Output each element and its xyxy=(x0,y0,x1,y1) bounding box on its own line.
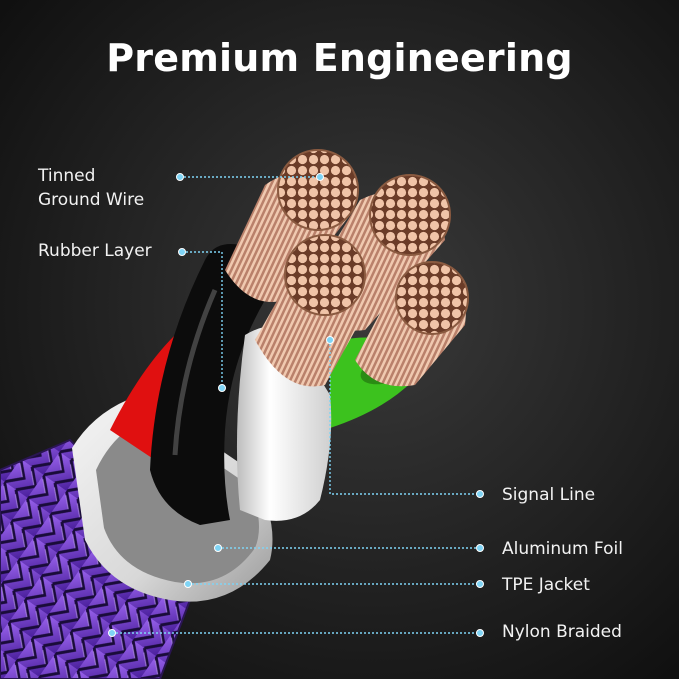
dot-foil-start xyxy=(214,544,222,552)
dot-signal-start xyxy=(326,336,334,344)
label-signal-line: Signal Line xyxy=(502,485,596,505)
label-tinned-line2: Ground Wire xyxy=(38,190,145,210)
dot-tinned-right xyxy=(316,173,324,181)
dot-tpe-end xyxy=(476,580,484,588)
label-tinned-line1: Tinned xyxy=(38,166,96,186)
copper-bundle-green xyxy=(355,261,469,387)
label-tpe-jacket: TPE Jacket xyxy=(502,575,590,595)
callout-lines xyxy=(112,176,480,634)
dot-signal-end xyxy=(476,490,484,498)
dot-foil-end xyxy=(476,544,484,552)
dot-nylon-start xyxy=(108,629,116,637)
label-rubber-layer: Rubber Layer xyxy=(38,241,152,261)
callout-signal-line xyxy=(329,340,480,495)
page-title: Premium Engineering xyxy=(106,36,573,80)
label-tinned-ground-wire: Tinned Ground Wire xyxy=(38,164,144,212)
callout-dots xyxy=(108,173,484,637)
copper-bundle-signal xyxy=(255,234,375,387)
dot-tinned-left xyxy=(176,173,184,181)
dot-tpe-start xyxy=(184,580,192,588)
rubber-layer-tube xyxy=(150,244,265,525)
dot-rubber-left xyxy=(178,248,186,256)
callout-rubber-layer xyxy=(182,251,223,388)
label-aluminum-foil: Aluminum Foil xyxy=(502,539,623,559)
label-nylon-braided: Nylon Braided xyxy=(502,622,622,642)
copper-bundle-ground xyxy=(225,149,359,302)
dot-rubber-end xyxy=(218,384,226,392)
dot-nylon-end xyxy=(476,629,484,637)
